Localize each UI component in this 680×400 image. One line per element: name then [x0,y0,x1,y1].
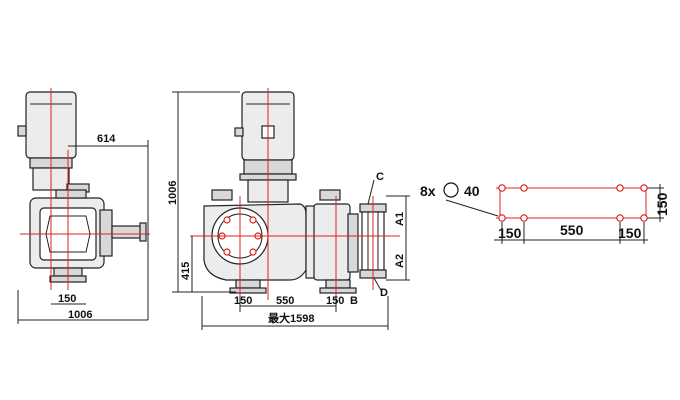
side-dim-614: 614 [97,133,116,145]
foundation-hole-diameter: 40 [464,183,480,199]
front-view: 1006 415 A1 A2 C D 150 550 150 B 最大1598 [167,88,410,330]
front-dim-550: 550 [276,295,294,307]
front-label-d: D [380,287,388,299]
front-right-head [313,203,351,281]
foundation-dim-side-150: 150 [654,192,670,216]
side-dim-150: 150 [58,293,76,305]
side-dim-1006: 1006 [68,309,92,321]
foundation-dim-150-right: 150 [618,225,642,241]
front-dim-150-left: 150 [234,295,252,307]
foundation-dim-550: 550 [560,222,584,238]
foundation-hole [498,184,506,192]
foundation-holes-count: 8x [420,183,436,199]
side-view: 614 150 1006 [17,88,150,324]
foundation-dim-150-left: 150 [498,225,522,241]
front-dim-height-1006: 1006 [167,181,179,205]
foundation-outline [499,187,647,219]
front-label-a2: A2 [394,254,406,268]
front-label-a1: A1 [394,212,406,226]
front-dim-150-right: 150 [326,295,344,307]
diameter-symbol-icon [443,182,459,198]
foundation-plan: 8x 40 150 550 150 150 [420,182,670,244]
front-label-b: B [350,295,358,307]
front-dim-axis-415: 415 [180,262,192,280]
front-dim-max-1598: 最大1598 [268,311,314,325]
front-label-c: C [376,171,384,183]
